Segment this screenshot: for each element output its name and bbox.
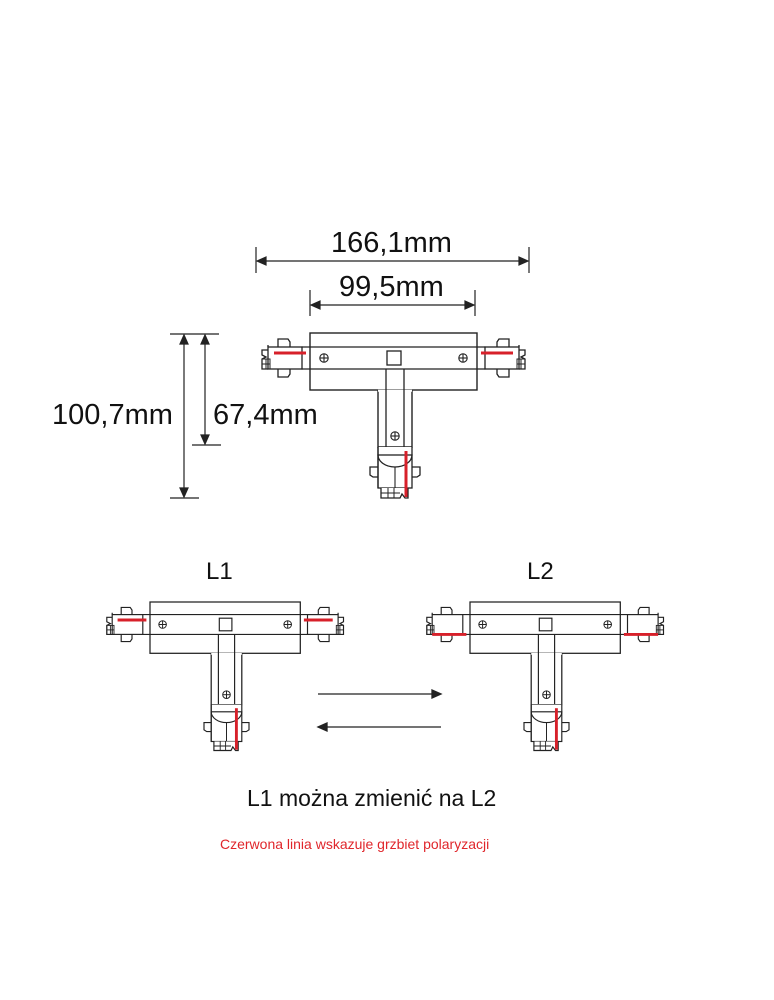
- t-connector-l2: [427, 602, 664, 751]
- variant-label-l1: L1: [206, 558, 233, 585]
- dimension-total-height: [170, 333, 219, 499]
- dimension-label-body-height: 67,4mm: [213, 399, 318, 431]
- polarity-line: [117, 618, 333, 750]
- dimension-body-height: [192, 333, 221, 446]
- t-connector-top: [262, 333, 525, 498]
- t-connector-l1: [107, 602, 344, 751]
- dimension-label-total-height: 100,7mm: [52, 399, 173, 431]
- dimension-total-width: [255, 247, 530, 273]
- variant-label-l2: L2: [527, 558, 554, 585]
- polarity-note: Czerwona linia wskazuje grzbiet polaryza…: [220, 836, 490, 852]
- dimension-label-body-width: 99,5mm: [339, 271, 444, 303]
- caption: L1 można zmienić na L2: [247, 785, 497, 811]
- arrow-left-icon: [316, 721, 441, 733]
- polarity-line: [432, 632, 659, 750]
- dimension-body-width: [309, 290, 476, 316]
- polarity-line: [274, 351, 513, 497]
- dimension-label-total-width: 166,1mm: [331, 227, 452, 259]
- arrow-right-icon: [318, 688, 443, 700]
